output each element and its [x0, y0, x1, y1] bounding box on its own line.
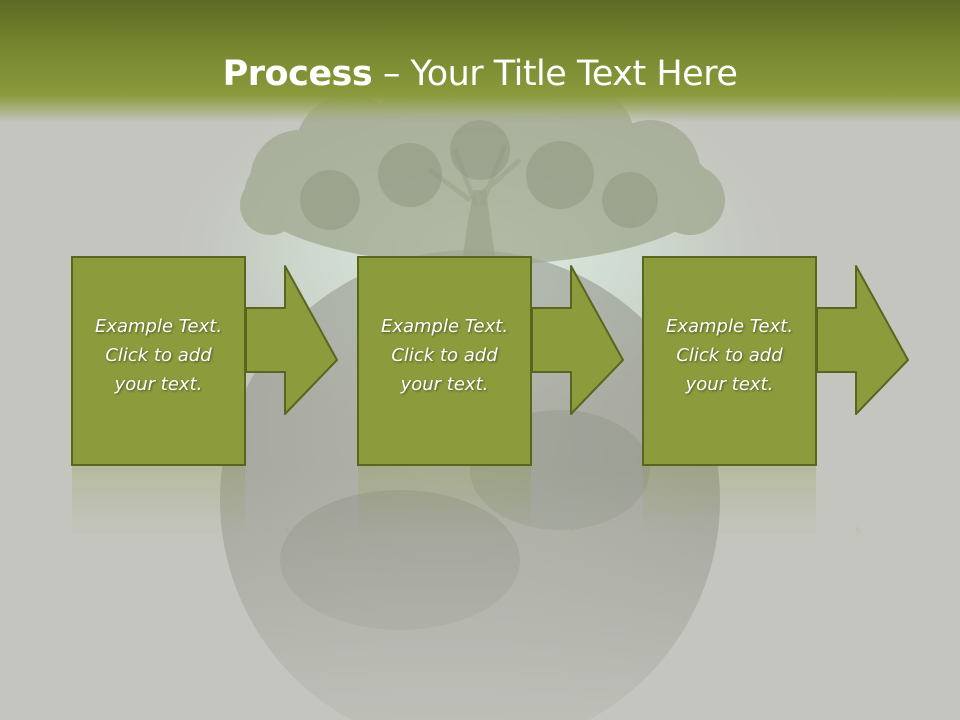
title-rest: – Your Title Text Here: [372, 54, 738, 94]
step-text-line-2: Click to add: [676, 345, 783, 366]
step-1-box-arrow-shape: [71, 256, 338, 466]
step-3-text[interactable]: Example Text. Click to add your text.: [642, 312, 817, 399]
step-3-box-arrow-shape: [642, 256, 909, 466]
step-1-reflection: [72, 466, 295, 536]
step-3-reflection: [643, 466, 866, 536]
step-box: [642, 256, 817, 466]
step-text-line-2: Click to add: [391, 345, 498, 366]
slide-title[interactable]: Process – Your Title Text Here: [0, 52, 960, 96]
title-strong: Process: [222, 54, 373, 94]
step-text-line-3: your text.: [114, 374, 203, 395]
step-text-line-1: Example Text.: [665, 316, 794, 337]
step-box: [71, 256, 246, 466]
process-step-1[interactable]: Example Text. Click to add your text.: [71, 256, 338, 466]
right-arrow-icon: [245, 265, 338, 415]
step-1-text[interactable]: Example Text. Click to add your text.: [71, 312, 246, 399]
step-2-box-arrow-shape: [357, 256, 624, 466]
step-2-text[interactable]: Example Text. Click to add your text.: [357, 312, 532, 399]
title-bar: [0, 0, 960, 122]
process-step-3[interactable]: Example Text. Click to add your text.: [642, 256, 909, 466]
step-text-line-1: Example Text.: [94, 316, 223, 337]
right-arrow-icon: [531, 265, 624, 415]
step-2-reflection: [358, 466, 581, 536]
process-step-2[interactable]: Example Text. Click to add your text.: [357, 256, 624, 466]
step-text-line-2: Click to add: [105, 345, 212, 366]
right-arrow-icon: [816, 265, 909, 415]
step-text-line-1: Example Text.: [380, 316, 509, 337]
step-text-line-3: your text.: [685, 374, 774, 395]
step-text-line-3: your text.: [400, 374, 489, 395]
step-box: [357, 256, 532, 466]
